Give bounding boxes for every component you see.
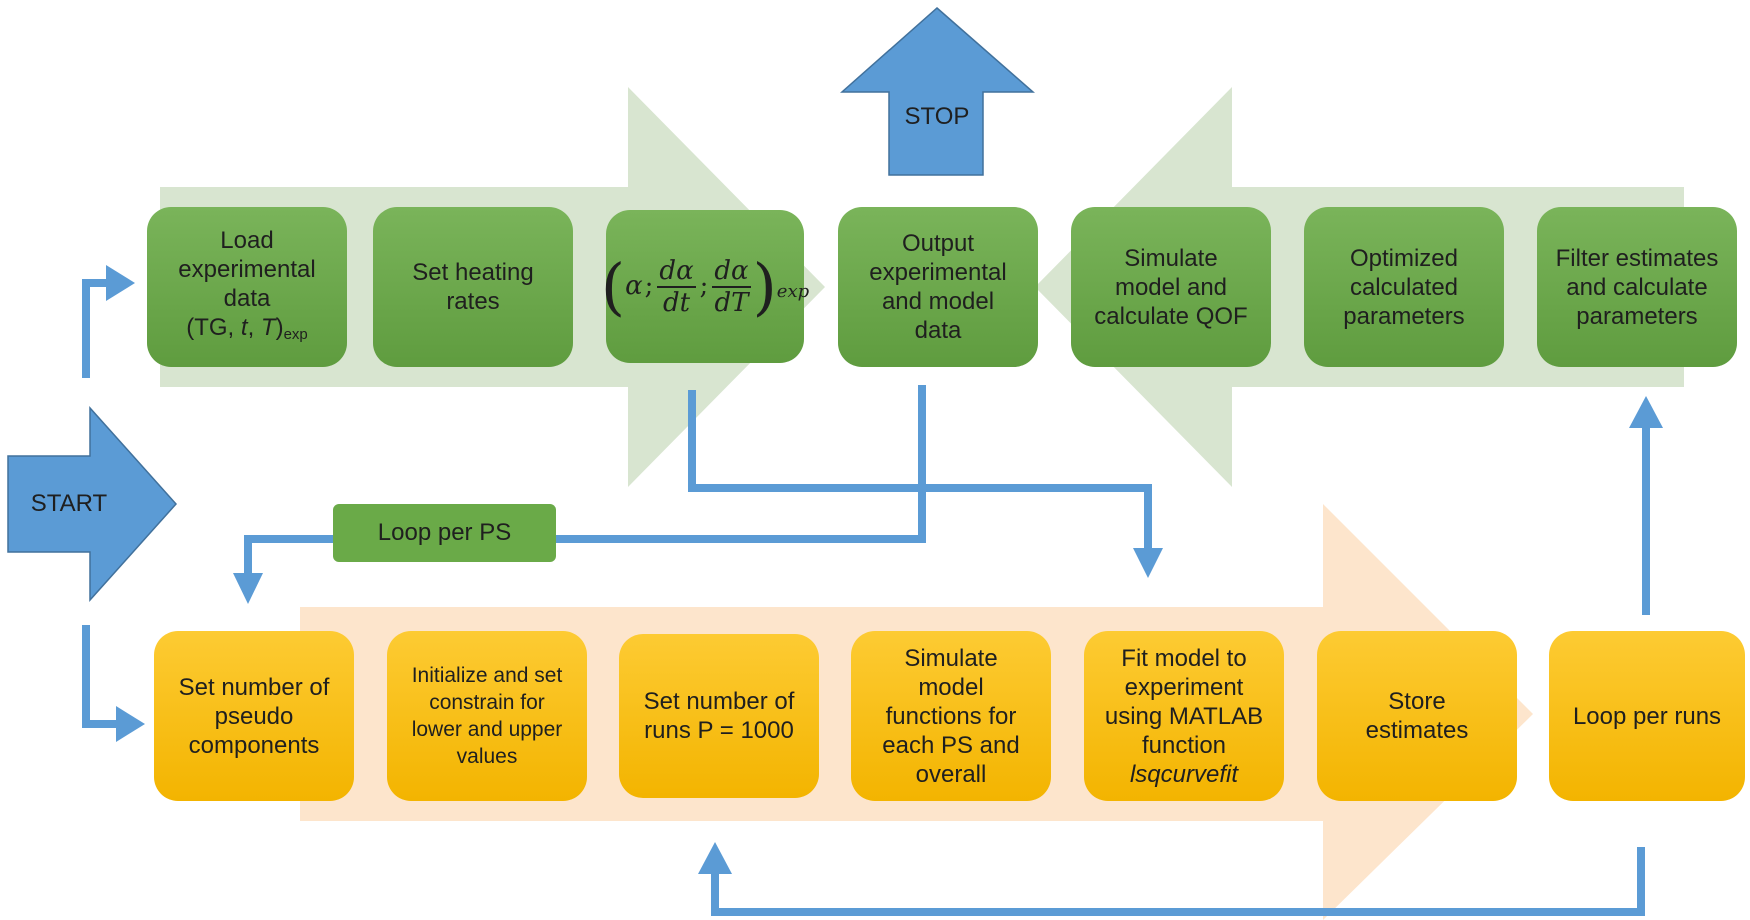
- load-data-box: Load experimental data (TG, t, T)exp: [147, 207, 347, 367]
- connector-loop-to-pseudo: [244, 535, 335, 575]
- load-sub-t: t: [240, 313, 248, 341]
- stop-label: STOP: [904, 103, 970, 130]
- loop-per-ps-label: Loop per PS: [377, 519, 512, 546]
- conversion-formula: ( α ; dα dt ; dα dT ) exp: [600, 249, 810, 323]
- optimized-parameters-box: Optimized calculated parameters: [1304, 207, 1504, 367]
- stop-arrow: [840, 7, 1035, 176]
- start-label: START: [30, 490, 108, 517]
- formula-frac-dT: dα dT: [712, 255, 751, 318]
- arrowhead-load: [106, 265, 135, 301]
- filter-estimates-label: Filter estimates and calculate parameter…: [1555, 244, 1719, 330]
- initialize-constraints-label: Initialize and set constrain for lower a…: [411, 664, 563, 768]
- load-sub-prefix: (TG,: [186, 313, 241, 341]
- loop-per-ps-tag: Loop per PS: [333, 504, 556, 562]
- fit-model-function-name: lsqcurvefit: [1129, 760, 1239, 788]
- load-data-content: Load experimental data (TG, t, T)exp: [178, 226, 315, 349]
- formula-den-2: dT: [714, 287, 749, 318]
- start-arrow: [7, 406, 178, 602]
- load-sub-T: T: [260, 313, 276, 341]
- pseudo-components-label: Set number of pseudo components: [178, 673, 330, 759]
- simulate-functions-box: Simulate model functions for each PS and…: [851, 631, 1051, 801]
- connector-loopruns-to-runs: [711, 847, 1645, 916]
- fit-model-box: Fit model to experiment using MATLAB fun…: [1084, 631, 1284, 801]
- load-sub-sep: ,: [247, 313, 261, 341]
- load-sub-exp: exp: [283, 325, 308, 343]
- filter-estimates-box: Filter estimates and calculate parameter…: [1537, 207, 1737, 367]
- paren-close: ): [752, 249, 777, 323]
- output-data-label: Output experimental and model data: [869, 230, 1007, 344]
- arrowhead-filter: [1629, 396, 1663, 428]
- store-estimates-label: Store estimates: [1365, 688, 1469, 744]
- formula-num-1: dα: [657, 255, 696, 288]
- arrowhead-runs: [698, 842, 732, 874]
- simulate-functions-label: Simulate model functions for each PS and…: [882, 644, 1020, 788]
- formula-semi-1: ;: [644, 271, 654, 301]
- heating-rates-box: Set heating rates: [373, 207, 573, 367]
- fit-model-content: Fit model to experiment using MATLAB fun…: [1105, 644, 1263, 789]
- output-data-box: Output experimental and model data: [838, 207, 1038, 367]
- load-sub-close: ): [275, 313, 284, 341]
- store-estimates-box: Store estimates: [1317, 631, 1517, 801]
- heating-rates-label: Set heating rates: [412, 259, 534, 315]
- initialize-constraints-box: Initialize and set constrain for lower a…: [387, 631, 587, 801]
- arrowhead-loop-pseudo: [233, 573, 263, 604]
- connector-start-to-pseudo: [82, 625, 118, 728]
- loop-per-runs-box: Loop per runs: [1549, 631, 1745, 801]
- formula-frac-dt: dα dt: [657, 255, 696, 318]
- formula-exp-subscript: exp: [776, 280, 810, 302]
- pseudo-components-box: Set number of pseudo components: [154, 631, 354, 801]
- arrowhead-fit: [1133, 548, 1163, 578]
- number-of-runs-box: Set number of runs P = 1000: [619, 634, 819, 798]
- simulate-qof-label: Simulate model and calculate QOF: [1094, 244, 1248, 330]
- fit-model-label: Fit model to experiment using MATLAB fun…: [1104, 644, 1264, 759]
- formula-den-1: dt: [662, 287, 691, 318]
- loop-per-runs-label: Loop per runs: [1572, 702, 1722, 730]
- load-data-variables: (TG, t, T)exp: [178, 313, 315, 349]
- paren-open: (: [600, 249, 626, 323]
- connector-output-to-loop: [555, 385, 926, 543]
- arrowhead-pseudo: [116, 706, 145, 742]
- formula-box: ( α ; dα dt ; dα dT ) exp: [601, 210, 809, 363]
- number-of-runs-label: Set number of runs P = 1000: [643, 688, 795, 744]
- optimized-parameters-label: Optimized calculated parameters: [1343, 244, 1465, 330]
- formula-semi-2: ;: [699, 271, 709, 301]
- formula-alpha: α: [625, 271, 643, 301]
- load-data-label: Load experimental data: [178, 226, 316, 312]
- connector-start-to-load: [82, 279, 108, 378]
- simulate-qof-box: Simulate model and calculate QOF: [1071, 207, 1271, 367]
- formula-num-2: dα: [712, 255, 751, 288]
